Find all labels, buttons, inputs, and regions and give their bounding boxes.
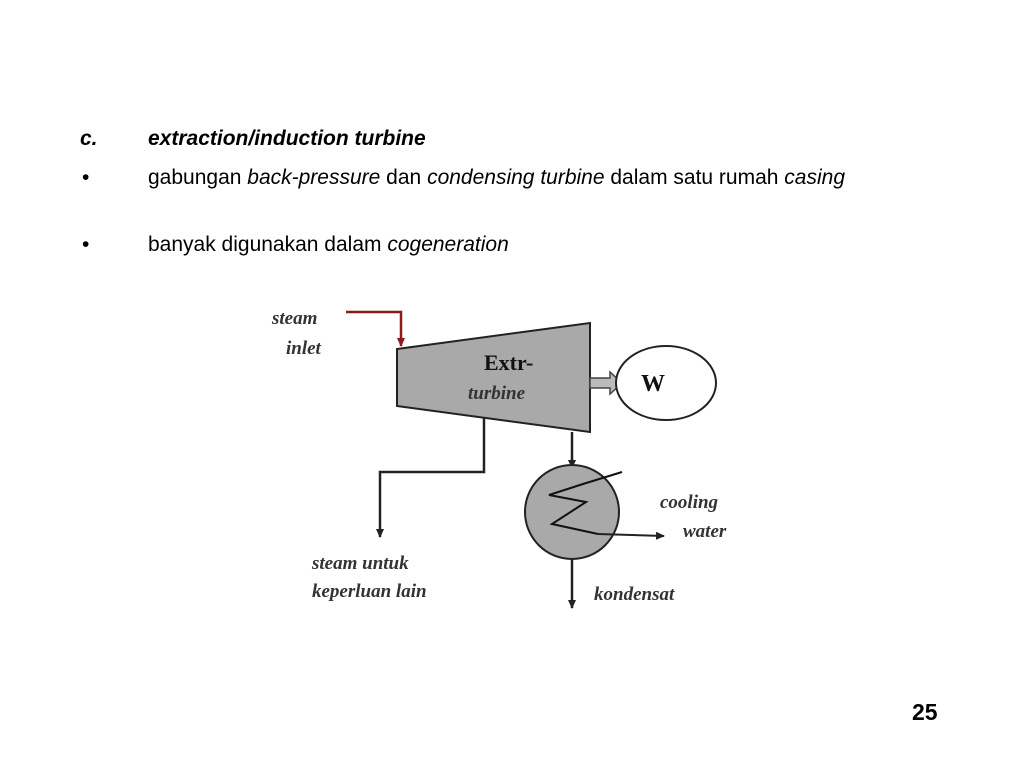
extraction-steam-label: keperluan lain xyxy=(312,581,427,602)
bullet-text-part: gabungan xyxy=(148,166,248,189)
work-label: W xyxy=(641,371,665,397)
steam-inlet-label: steam xyxy=(271,308,317,329)
turbine-body xyxy=(396,321,591,434)
extraction-steam-line xyxy=(376,418,486,538)
page-number: 25 xyxy=(912,699,938,725)
bullet-term-condensing-turbine: condensing turbine xyxy=(427,166,605,189)
bullet-term-back-pressure: back-pressure xyxy=(247,166,381,189)
cooling-coil xyxy=(548,471,623,535)
steam-inlet-label: inlet xyxy=(286,338,322,359)
bullet-text-part: dan xyxy=(380,166,428,189)
condensate-label: kondensat xyxy=(594,584,675,605)
extraction-steam-label: steam untuk xyxy=(311,553,409,574)
bullet-text-part: dalam satu rumah xyxy=(604,166,785,189)
cooling-water-label: water xyxy=(683,521,727,542)
steam-inlet-line xyxy=(346,310,405,347)
turbine-label: turbine xyxy=(468,383,526,404)
cooling-water-line xyxy=(597,531,665,540)
bullet-text-part: banyak digunakan dalam xyxy=(148,233,388,256)
bullet-text: gabungan back-pressure dan condensing tu… xyxy=(148,162,868,193)
bullet-text: banyak digunakan dalam cogeneration xyxy=(148,229,868,260)
bullet-marker: • xyxy=(82,166,90,189)
turbine-label: Extr- xyxy=(484,350,533,375)
heading-marker: c. xyxy=(80,127,98,150)
work-output-circle xyxy=(615,345,717,421)
cooling-water-label: cooling xyxy=(660,492,718,513)
bullet-term-cogeneration: cogeneration xyxy=(387,233,509,256)
bullet-marker: • xyxy=(82,233,90,256)
heading-text: extraction/induction turbine xyxy=(148,127,426,150)
bullet-term-casing: casing xyxy=(784,166,845,189)
